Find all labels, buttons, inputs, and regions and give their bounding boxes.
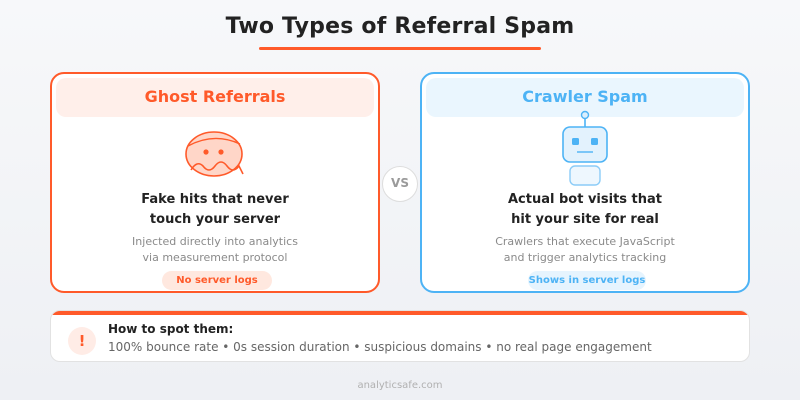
card-main-text: Actual bot visits that hit your site for… [507, 192, 663, 227]
card-main-text: Fake hits that never touch your server [141, 192, 289, 227]
crawler-spam-card: Crawler Spam Actual bot visits that hit … [420, 72, 750, 293]
vs-badge: VS [382, 166, 418, 202]
card-description: Injected directly into analytics via mea… [132, 235, 298, 264]
no-server-logs-badge: No server logs [162, 271, 272, 290]
ghost-referrals-card: Ghost Referrals Fake hits that never tou… [50, 72, 380, 293]
ghost-icon [185, 130, 245, 184]
card-description: Crawlers that execute JavaScript and tri… [495, 235, 675, 264]
card-heading: Ghost Referrals [56, 78, 374, 117]
footer-domain: analyticsafe.com [357, 380, 443, 391]
accent-bar [51, 311, 749, 315]
warning-icon: ! [68, 327, 96, 355]
robot-icon [560, 110, 610, 194]
card-heading: Crawler Spam [426, 78, 744, 117]
tip-title: How to spot them: [108, 322, 234, 336]
title-underline [259, 47, 541, 50]
tip-text: 100% bounce rate • 0s session duration •… [108, 340, 652, 354]
shows-in-server-logs-badge: Shows in server logs [528, 271, 646, 290]
how-to-spot-box: ! How to spot them: 100% bounce rate • 0… [50, 310, 750, 362]
page-title: Two Types of Referral Spam [225, 14, 575, 39]
